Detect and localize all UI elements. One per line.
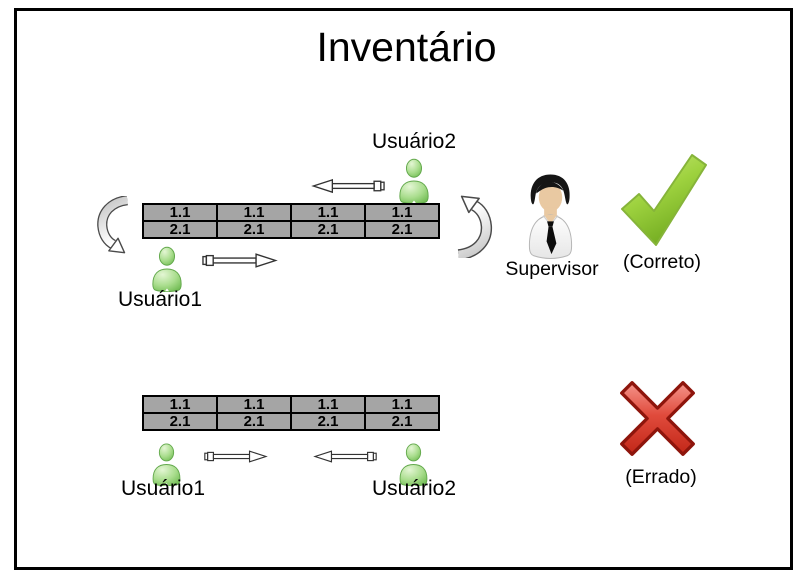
curved-swap-arrow-left-icon	[94, 196, 131, 258]
table-cell: 2.1	[216, 220, 292, 239]
user1-icon	[150, 246, 184, 292]
table-cell: 1.1	[142, 395, 218, 414]
table-cell: 2.1	[142, 220, 218, 239]
supervisor-label: Supervisor	[505, 258, 599, 280]
user2-icon	[397, 158, 431, 204]
correct-user2-label: Usuário2	[371, 130, 457, 153]
table-cell: 2.1	[216, 412, 292, 431]
correct-user1-label: Usuário1	[117, 288, 203, 311]
page-title: Inventário	[316, 24, 497, 70]
table-cell: 1.1	[290, 395, 366, 414]
table-cell: 2.1	[364, 220, 440, 239]
table-cell: 1.1	[216, 203, 292, 222]
wrong-user1-label: Usuário1	[120, 477, 206, 500]
cross-icon	[617, 376, 698, 461]
table-cell: 1.1	[290, 203, 366, 222]
pencil-arrow-right-icon	[202, 252, 278, 269]
supervisor-icon	[523, 172, 578, 260]
table-cell: 2.1	[290, 412, 366, 431]
correct-verdict-label: (Correto)	[622, 251, 701, 273]
slide-border	[14, 8, 793, 570]
table-cell: 1.1	[364, 395, 440, 414]
curved-swap-arrow-right-icon	[452, 192, 498, 258]
wrong-verdict-label: (Errado)	[625, 466, 697, 488]
table-cell: 2.1	[290, 220, 366, 239]
pencil-arrow-left-icon	[311, 177, 385, 195]
table-cell: 2.1	[364, 412, 440, 431]
pencil-arrow-right-icon	[204, 449, 268, 464]
wrong-user2-label: Usuário2	[371, 477, 457, 500]
pencil-arrow-left-icon	[313, 449, 377, 464]
check-icon	[617, 152, 709, 248]
inventory-table-wrong: 1.1 1.1 1.1 1.1 2.1 2.1 2.1 2.1	[142, 395, 440, 431]
table-cell: 1.1	[142, 203, 218, 222]
table-cell: 1.1	[364, 203, 440, 222]
table-cell: 1.1	[216, 395, 292, 414]
table-cell: 2.1	[142, 412, 218, 431]
inventory-table-correct: 1.1 1.1 1.1 1.1 2.1 2.1 2.1 2.1	[142, 203, 440, 239]
